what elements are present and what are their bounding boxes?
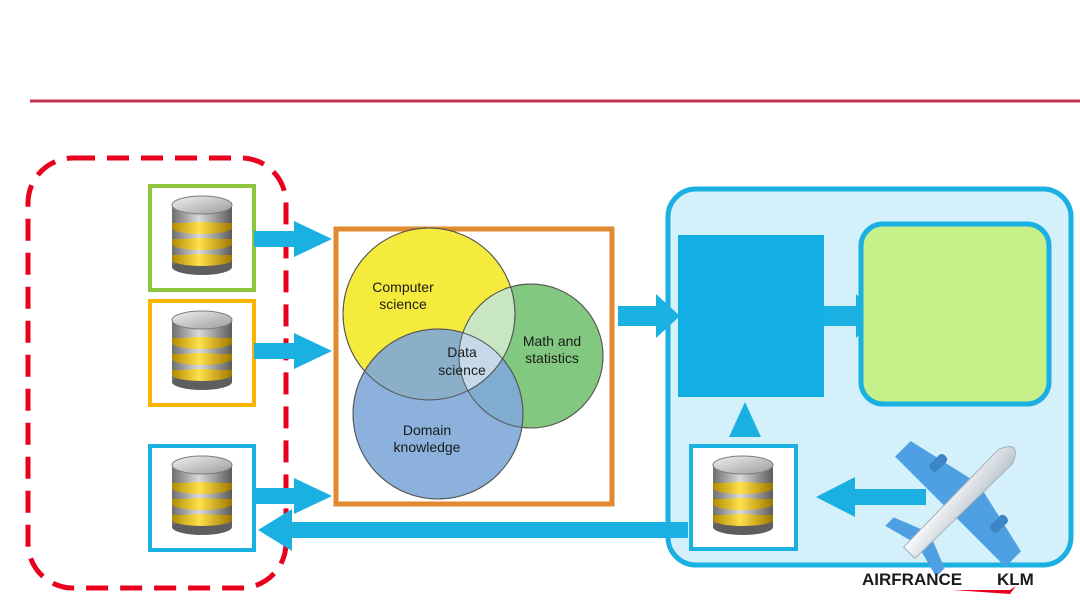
arrow-left-icon: [258, 509, 688, 551]
result-box: [858, 221, 1052, 407]
arrow-right-icon: [254, 221, 332, 257]
venn-domain-label-2: knowledge: [394, 439, 461, 455]
model-box: [678, 235, 824, 397]
venn-domain-label-1: Domain: [403, 422, 451, 438]
arrow-right-icon: [254, 333, 332, 369]
data-sources-boundary: [25, 155, 289, 591]
venn-math-label-1: Math and: [523, 333, 581, 349]
venn-cs-label-2: science: [379, 296, 427, 312]
arrow-left-icon: [816, 477, 926, 517]
venn-ds-label-2: science: [438, 362, 486, 378]
venn-cs-label-1: Computer: [372, 279, 434, 295]
logo-klm: KLM: [997, 570, 1034, 589]
logo-swoosh: [953, 586, 1016, 594]
database-icon: [171, 195, 233, 276]
arrow-right-icon: [254, 478, 332, 514]
venn-ds-label-1: Data: [447, 344, 477, 360]
database-icon: [171, 310, 233, 391]
venn-math-label-2: statistics: [525, 350, 579, 366]
airplane-icon: [885, 441, 1021, 577]
arrow-right-icon: [618, 294, 680, 338]
database-icon: [171, 455, 233, 536]
arrow-up-icon: [729, 402, 761, 437]
database-icon: [712, 455, 774, 536]
logo-airfrance: AIRFRANCE: [862, 570, 962, 589]
venn-diagram: [342, 227, 604, 500]
